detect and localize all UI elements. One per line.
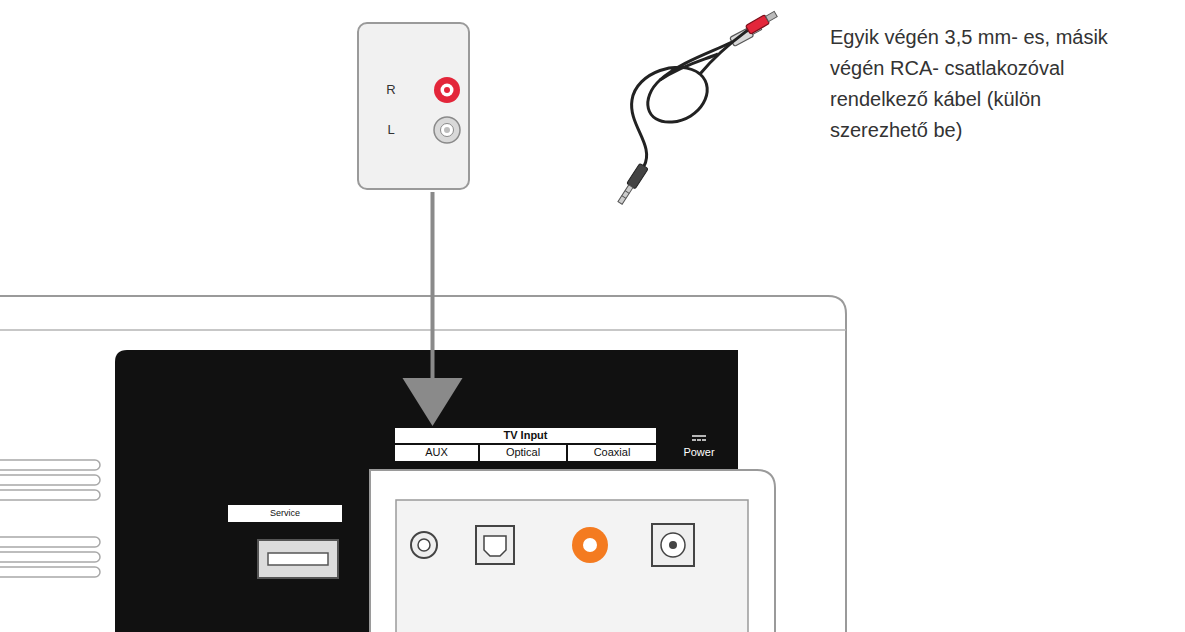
dc-symbol	[692, 436, 706, 440]
coaxial-jack-hole	[583, 538, 597, 552]
usb-port	[258, 540, 338, 578]
input-cell: Optical	[480, 445, 566, 461]
port-name: Power	[683, 446, 714, 459]
input-cell: AUX	[395, 445, 478, 461]
coaxial-jack	[572, 527, 608, 563]
connector-arrow	[403, 192, 463, 426]
aux-jack	[411, 532, 437, 558]
power-jack-pin	[669, 541, 677, 549]
channel-letter: L	[387, 122, 394, 138]
group-heading: TV Input	[395, 428, 656, 443]
input-name: Coaxial	[594, 446, 631, 459]
cable-note: Egyik végén 3,5 mm- es, másik végén RCA-…	[830, 22, 1130, 146]
rca-jack-white	[434, 117, 460, 143]
soundbar-lid-line	[0, 329, 846, 331]
rca-jack-hole	[441, 124, 454, 137]
rca-jack-hole	[441, 84, 454, 97]
vent-slots	[0, 460, 100, 577]
aux-jack-hole	[418, 539, 430, 551]
optical-jack-port	[484, 536, 506, 556]
input-name: AUX	[425, 446, 448, 459]
input-cell: Coaxial	[568, 445, 656, 461]
port-name: Service	[270, 508, 300, 519]
usb-slot	[268, 553, 328, 565]
power-jack-ring	[661, 533, 685, 557]
jack-plate	[396, 500, 748, 632]
channel-letter: R	[386, 82, 395, 98]
connector-line	[431, 192, 435, 380]
rca-jack-pin	[444, 127, 450, 133]
tv-input-band: TV InputAUX Optical Coaxial	[395, 428, 656, 461]
rca-cable	[616, 10, 778, 206]
rca-jacks	[359, 24, 468, 188]
rca-plug-red	[746, 10, 779, 35]
input-name: Optical	[506, 446, 540, 459]
jack-plug-3-5mm	[616, 163, 648, 205]
optical-jack	[476, 526, 514, 564]
arrowhead	[403, 378, 463, 426]
connector-inset: RL	[357, 22, 470, 190]
rca-jack-pin	[444, 87, 450, 93]
rca-jack-red	[434, 77, 460, 103]
power-jack	[652, 524, 694, 566]
service-label-band	[228, 505, 342, 522]
